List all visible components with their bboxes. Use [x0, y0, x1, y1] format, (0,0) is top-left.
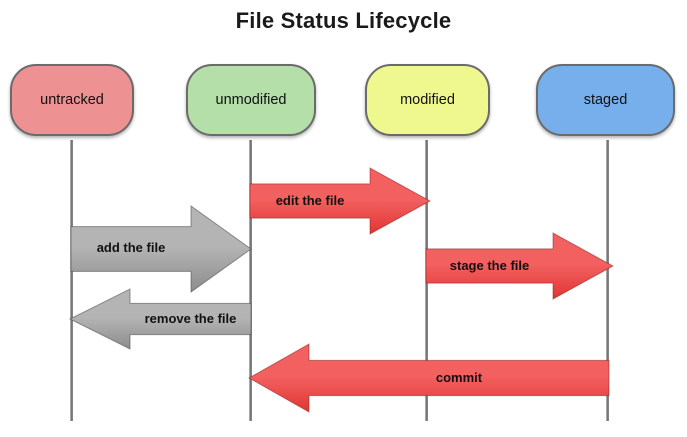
transition-add-the-file[interactable]: add the file — [70, 205, 252, 293]
state-box-unmodified[interactable]: unmodified — [186, 64, 316, 136]
transition-stage-the-file[interactable]: stage the file — [425, 232, 615, 300]
page-title: File Status Lifecycle — [235, 8, 452, 33]
state-box-untracked[interactable]: untracked — [10, 64, 134, 136]
transition-commit[interactable]: commit — [247, 343, 610, 413]
state-label-staged: staged — [583, 92, 628, 108]
arrow-shape-edit-the-file — [249, 167, 432, 235]
lifeline-staged — [606, 140, 609, 421]
transition-remove-the-file[interactable]: remove the file — [68, 288, 252, 350]
state-box-staged[interactable]: staged — [536, 64, 675, 136]
state-label-unmodified: unmodified — [215, 92, 287, 108]
state-box-modified[interactable]: modified — [365, 64, 490, 136]
arrow-shape-stage-the-file — [425, 232, 615, 300]
state-label-untracked: untracked — [40, 92, 104, 108]
arrow-shape-add-the-file — [70, 205, 252, 293]
transition-edit-the-file[interactable]: edit the file — [249, 167, 432, 235]
lifeline-unmodified — [249, 140, 252, 421]
state-label-modified: modified — [400, 92, 455, 108]
arrow-shape-remove-the-file — [68, 288, 252, 350]
arrow-shape-commit — [247, 343, 610, 413]
lifeline-untracked — [70, 140, 73, 421]
